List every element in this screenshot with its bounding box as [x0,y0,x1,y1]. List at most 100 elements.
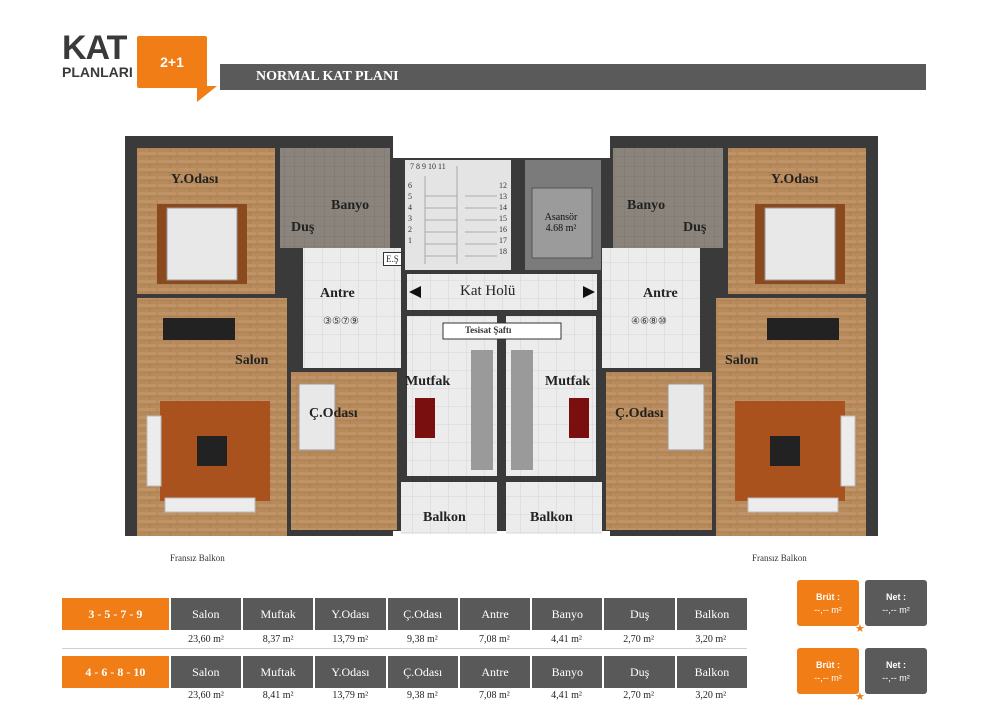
table-cell: 13,79 m² [332,690,369,701]
table-cell: 3,20 m² [695,690,727,701]
room-kat-holu: Kat Holü [460,283,516,299]
room-dus-right: Duş [683,220,707,235]
table-cell: 4,41 m² [551,690,582,701]
stair-3: 3 [408,214,412,223]
banyo-left-floor [280,148,390,248]
room-antre-right: Antre [643,286,678,301]
antre-left-floor [303,248,401,368]
table-cell: 13,79 m² [332,634,369,645]
room-salon-right: Salon [725,353,759,368]
col-antre: Antre [459,656,531,688]
col-yodasi: Y.Odası [315,598,386,630]
col-banyo: Banyo [532,598,603,630]
units-left: ③⑤⑦⑨ [323,316,359,327]
net-value: --,-- m² [882,672,910,683]
banyo-right-floor [613,148,723,248]
stair-9: 9 [422,162,426,171]
stair-8: 8 [416,162,420,171]
table-cell: 9,38 m² [406,690,438,701]
col-salon: Salon [170,598,241,630]
col-antre: Antre [459,598,531,630]
col-banyo: Banyo [532,656,603,688]
stair-15: 15 [499,214,507,223]
stair-10: 10 [428,162,436,171]
floor-plan: Y.Odası Duş Banyo E.Ş Antre ③⑤⑦⑨ Salon M… [125,136,878,546]
antre-right-floor [602,248,700,368]
stair-14: 14 [499,203,507,212]
table-cell: 8,37 m² [262,634,294,645]
area-values-row-2: 23,60 m² 8,41 m² 13,79 m² 9,38 m² 7,08 m… [170,690,747,701]
table-cell: 9,38 m² [406,634,438,645]
logo-line1: KAT [62,29,127,67]
asansor-label: Asansör [544,212,578,223]
room-balkon-right: Balkon [530,510,573,525]
fransiz-balkon-left: Fransız Balkon [170,553,225,563]
unit-label-2: 4 - 6 - 8 - 10 [62,656,169,688]
stair-4: 4 [408,203,412,212]
table-cell: 7,08 m² [479,690,510,701]
floor-plan-drawing [125,136,878,546]
room-asansor: Asansör 4.68 m² [533,212,589,234]
room-antre-left: Antre [320,286,355,301]
stairs-floor [405,160,511,270]
brut-callout-2: Brüt : --,-- m² [797,648,859,694]
col-yodasi: Y.Odası [315,656,386,688]
badge-tail [197,86,217,102]
unit-label-1: 3 - 5 - 7 - 9 [62,598,169,630]
net-callout-1: Net : --,-- m² [865,580,927,626]
stair-13: 13 [499,192,507,201]
star-icon: ★ [855,691,865,703]
units-right: ④⑥⑧⑩ [631,316,667,327]
room-mutfak-right: Mutfak [545,374,591,389]
tesisat-safti: Tesisat Şaftı [465,325,512,335]
balkon-left-floor [401,482,497,534]
fransiz-balkon-right: Fransız Balkon [752,553,807,563]
stair-numbers: 7 8 9 10 11 [410,162,446,171]
table-divider [62,648,747,649]
col-muftak: Muftak [242,598,314,630]
table-cell: 2,70 m² [623,634,654,645]
room-type-badge: 2+1 [137,36,207,88]
asansor-area: 4.68 m² [545,223,577,234]
page-title: NORMAL KAT PLANI [256,69,399,84]
area-table-row-2: 4 - 6 - 8 - 10 Salon Muftak Y.Odası Ç.Od… [62,656,748,688]
stair-16: 16 [499,225,507,234]
stair-11: 11 [438,162,446,171]
col-codasi: Ç.Odası [387,598,458,630]
net-label: Net : [886,591,906,602]
col-dus: Duş [604,656,675,688]
stair-17: 17 [499,236,507,245]
kat-planlari-logo: KAT PLANLARI [62,29,133,80]
stair-18: 18 [499,247,507,256]
stair-6: 6 [408,181,412,190]
col-balkon: Balkon [676,656,748,688]
kat-holu-floor [407,274,597,310]
balkon-right-floor [506,482,602,534]
table-cell: 8,41 m² [262,690,294,701]
stair-12: 12 [499,181,507,190]
logo-line2: PLANLARI [62,63,133,80]
stair-2: 2 [408,225,412,234]
brut-callout-1: Brüt : --,-- m² [797,580,859,626]
stair-5: 5 [408,192,412,201]
col-dus: Duş [604,598,675,630]
stair-7: 7 [410,162,414,171]
room-es: E.Ş [383,252,402,266]
page-title-bar: NORMAL KAT PLANI [220,64,926,90]
col-balkon: Balkon [676,598,748,630]
net-label: Net : [886,659,906,670]
room-banyo-right: Banyo [627,198,666,213]
room-codasi-left: Ç.Odası [309,406,358,421]
net-callout-2: Net : --,-- m² [865,648,927,694]
room-codasi-right: Ç.Odası [615,406,664,421]
room-mutfak-left: Mutfak [405,374,451,389]
table-cell: 23,60 m² [188,690,224,701]
room-dus-left: Duş [291,220,315,235]
room-banyo-left: Banyo [331,198,370,213]
col-muftak: Muftak [242,656,314,688]
brut-label: Brüt : [816,591,840,602]
stair-numbers-right: 12 13 14 15 16 17 18 [499,180,511,257]
table-cell: 4,41 m² [551,634,582,645]
table-cell: 7,08 m² [479,634,510,645]
room-yodasi-left: Y.Odası [171,172,219,187]
